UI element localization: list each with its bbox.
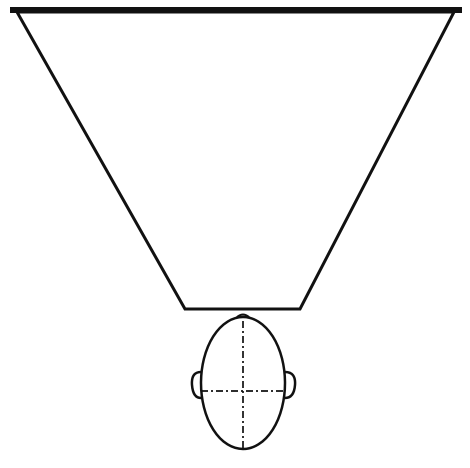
head-field-diagram xyxy=(0,0,470,468)
diagram-canvas xyxy=(0,0,470,468)
diagram-background xyxy=(0,0,470,468)
